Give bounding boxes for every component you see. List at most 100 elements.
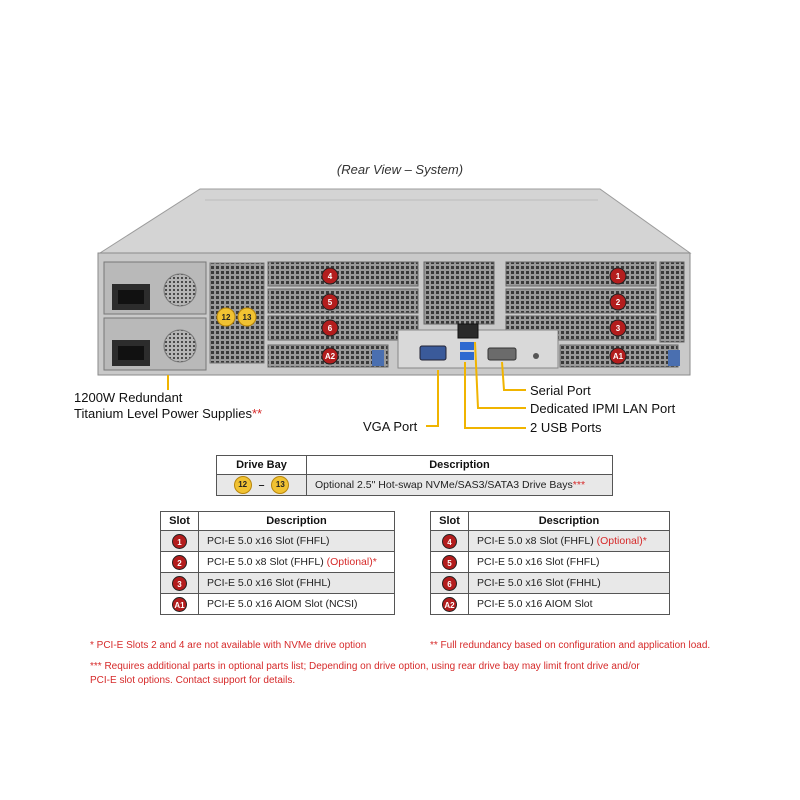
power-supply-unit-bottom [103, 317, 207, 371]
table-row: 5 PCI-E 5.0 x16 Slot (FHFL) [430, 551, 670, 573]
slot-cell: 6 [430, 572, 469, 594]
slot-header: Slot [430, 511, 469, 531]
slot-description-text: PCI-E 5.0 x16 Slot (FHFL) [207, 535, 330, 547]
svg-text:A2: A2 [325, 352, 336, 361]
slot-optional-note: (Optional)* [326, 556, 377, 568]
drive-bay-range: 12 – 13 [216, 474, 307, 496]
svg-text:A1: A1 [613, 352, 624, 361]
slot-badge: 3 [172, 575, 187, 591]
slot-badge: A1 [172, 596, 187, 612]
server-rear-view-illustration: 12 13 4 5 6 A2 1 2 3 A1 [97, 188, 692, 429]
slot-table-right: Slot Description 4 PCI-E 5.0 x8 Slot (FH… [430, 511, 670, 615]
usb-ports-label: 2 USB Ports [530, 420, 602, 435]
drive-description-star: *** [572, 479, 586, 491]
slot-badge: A2 [442, 596, 457, 612]
svg-text:3: 3 [616, 324, 621, 333]
drive-bay-badge: 12 [233, 476, 252, 494]
serial-port-label: Serial Port [530, 383, 591, 398]
slot-description: PCI-E 5.0 x16 AIOM Slot (NCSI) [198, 593, 395, 615]
vga-port-label: VGA Port [363, 419, 418, 434]
slot-badge: 5 [442, 554, 457, 570]
slot-description: PCI-E 5.0 x16 Slot (FHFL) [198, 530, 395, 552]
table-row: 4 PCI-E 5.0 x8 Slot (FHFL) (Optional)* [430, 530, 670, 552]
slot-cell: A2 [430, 593, 469, 615]
slot-description: PCI-E 5.0 x8 Slot (FHFL) (Optional)* [198, 551, 395, 573]
slot-table-header: Slot Description [430, 511, 670, 531]
slot-badge-a1: A1 [609, 347, 627, 365]
slot-description: PCI-E 5.0 x16 Slot (FHHL) [198, 572, 395, 594]
callout-leader-lines [167, 341, 526, 429]
drive-table-header: Drive Bay Description [216, 455, 613, 475]
power-supply-unit-top [103, 261, 207, 315]
footnote-nvme: * PCI-E Slots 2 and 4 are not available … [90, 640, 367, 651]
slot-description-text: PCI-E 5.0 x8 Slot (FHFL) [477, 535, 594, 547]
slot-badge-1: 1 [609, 267, 627, 285]
range-separator: – [258, 478, 265, 491]
slot-cell: 5 [430, 551, 469, 573]
slot-description: PCI-E 5.0 x16 AIOM Slot [468, 593, 670, 615]
right-side-vent [659, 261, 685, 343]
slot-description: PCI-E 5.0 x16 Slot (FHFL) [468, 551, 670, 573]
drive-bay-badge: 13 [271, 476, 290, 494]
slot-cell: A1 [160, 593, 199, 615]
power-supply-label-line2: Titanium Level Power Supplies** [74, 406, 262, 421]
footnote-parts-line1: *** Requires additional parts in optiona… [90, 661, 640, 672]
svg-text:6: 6 [328, 324, 333, 333]
slot-optional-note: (Optional)* [596, 535, 647, 547]
table-row: 1 PCI-E 5.0 x16 Slot (FHFL) [160, 530, 395, 552]
svg-text:12: 12 [222, 313, 231, 322]
slot-badge: 1 [172, 533, 187, 549]
slot-description-text: PCI-E 5.0 x16 Slot (FHHL) [477, 577, 601, 589]
footnote-parts-line2: PCI-E slot options. Contact support for … [90, 675, 296, 686]
slot-badge-5: 5 [321, 293, 339, 311]
drive-bay-table: Drive Bay Description 12 – 13 Optional 2… [216, 455, 613, 496]
slot-badge-3: 3 [609, 319, 627, 337]
slot-cell: 4 [430, 530, 469, 552]
ipmi-lan-port-label: Dedicated IPMI LAN Port [530, 401, 676, 416]
table-row: 6 PCI-E 5.0 x16 Slot (FHHL) [430, 572, 670, 594]
slot-badge-6: 6 [321, 319, 339, 337]
slot-badge-4: 4 [321, 267, 339, 285]
power-supply-label-text: Titanium Level Power Supplies [74, 406, 252, 421]
slot-badge: 4 [442, 533, 457, 549]
pcie-slot-group-left [267, 261, 419, 368]
slot-badge: 2 [172, 554, 187, 570]
diagram-caption: (Rear View – System) [336, 162, 464, 177]
drive-bay-description: Optional 2.5" Hot-swap NVMe/SAS3/SATA3 D… [306, 474, 613, 496]
svg-text:1: 1 [616, 272, 621, 281]
svg-text:4: 4 [328, 272, 333, 281]
drive-bay-badge-13: 13 [237, 307, 257, 327]
drive-description-header: Description [306, 455, 613, 475]
power-supply-star: ** [252, 406, 263, 421]
svg-text:13: 13 [243, 313, 252, 322]
slot-badge: 6 [442, 575, 457, 591]
svg-text:5: 5 [328, 298, 333, 307]
slot-description-text: PCI-E 5.0 x16 Slot (FHHL) [207, 577, 331, 589]
table-row: 12 – 13 Optional 2.5" Hot-swap NVMe/SAS3… [216, 474, 613, 496]
description-header: Description [468, 511, 670, 531]
slot-badge-2: 2 [609, 293, 627, 311]
svg-text:2: 2 [616, 298, 621, 307]
slot-header: Slot [160, 511, 199, 531]
slot-badge-a2: A2 [321, 347, 339, 365]
footnote-redundancy: ** Full redundancy based on configuratio… [430, 640, 711, 651]
slot-cell: 3 [160, 572, 199, 594]
slot-description-text: PCI-E 5.0 x16 AIOM Slot (NCSI) [207, 598, 358, 610]
table-row: A2 PCI-E 5.0 x16 AIOM Slot [430, 593, 670, 615]
io-panel [397, 323, 559, 369]
table-row: A1 PCI-E 5.0 x16 AIOM Slot (NCSI) [160, 593, 395, 615]
drive-bay-badge-12: 12 [216, 307, 236, 327]
slot-cell: 2 [160, 551, 199, 573]
drive-bay-header: Drive Bay [216, 455, 307, 475]
slot-description: PCI-E 5.0 x16 Slot (FHHL) [468, 572, 670, 594]
slot-description-text: PCI-E 5.0 x8 Slot (FHFL) [207, 556, 324, 568]
drive-description-text: Optional 2.5" Hot-swap NVMe/SAS3/SATA3 D… [315, 479, 573, 491]
slot-table-left: Slot Description 1 PCI-E 5.0 x16 Slot (F… [160, 511, 395, 615]
slot-cell: 1 [160, 530, 199, 552]
slot-description-text: PCI-E 5.0 x16 Slot (FHFL) [477, 556, 600, 568]
chassis-top-cover [98, 188, 692, 254]
description-header: Description [198, 511, 395, 531]
slot-description-text: PCI-E 5.0 x16 AIOM Slot [477, 598, 593, 610]
slot-table-header: Slot Description [160, 511, 395, 531]
table-row: 3 PCI-E 5.0 x16 Slot (FHHL) [160, 572, 395, 594]
